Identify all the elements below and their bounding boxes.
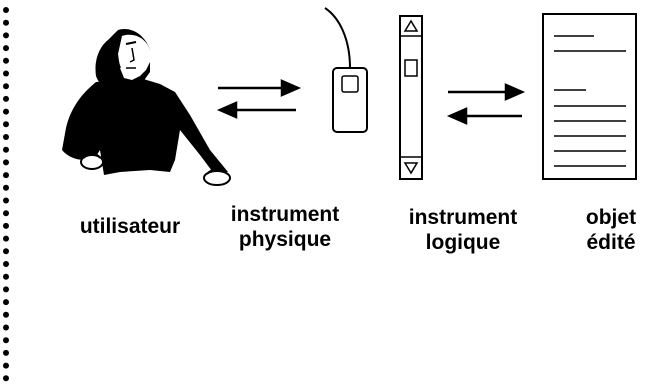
margin-dot [3, 95, 9, 102]
margin-dot [3, 299, 9, 306]
margin-dot [3, 7, 9, 13]
dotted-margin-line [3, 7, 9, 382]
margin-dot [3, 362, 9, 369]
bidirectional-arrows-icon [216, 79, 302, 119]
margin-dot [3, 311, 9, 318]
margin-dot [3, 172, 9, 179]
margin-dot [3, 222, 9, 229]
margin-dot [3, 197, 9, 204]
margin-dot [3, 108, 9, 115]
margin-dot [3, 286, 9, 293]
margin-dot [3, 146, 9, 153]
margin-dot [3, 337, 9, 344]
woman-figure-icon [62, 28, 231, 186]
margin-dot [3, 375, 9, 382]
scrollbar-icon [399, 15, 423, 180]
physical-instrument-label-line1: instrument [230, 203, 340, 226]
margin-dot [3, 19, 9, 26]
margin-dot [3, 349, 9, 356]
margin-dot [3, 83, 9, 90]
margin-dot [3, 184, 9, 191]
margin-dot [3, 121, 9, 128]
edited-object-label-line2: édité [586, 231, 636, 254]
margin-dot [3, 134, 9, 140]
document-icon [542, 13, 637, 180]
edited-object-label-line1: objet [585, 206, 637, 229]
margin-dot [3, 45, 9, 52]
mouse-icon [324, 7, 368, 133]
margin-dot [3, 57, 9, 64]
margin-dot [3, 273, 9, 280]
logical-instrument-label-line1: instrument [408, 206, 518, 229]
margin-dot [3, 261, 9, 267]
margin-dot [3, 159, 9, 166]
margin-dot [3, 235, 9, 242]
edited-object-label: objet édité [566, 205, 655, 255]
margin-dot [3, 248, 9, 255]
margin-dot [3, 324, 9, 331]
physical-instrument-label: instrument physique [210, 202, 360, 252]
physical-instrument-label-line2: physique [238, 228, 332, 251]
margin-dot [3, 70, 9, 77]
logical-instrument-label-line2: logique [425, 231, 501, 254]
logical-instrument-label: instrument logique [388, 205, 538, 255]
margin-dot [3, 32, 9, 39]
margin-dot [3, 210, 9, 217]
bidirectional-arrows-icon [446, 83, 526, 125]
user-label: utilisateur [79, 215, 181, 238]
